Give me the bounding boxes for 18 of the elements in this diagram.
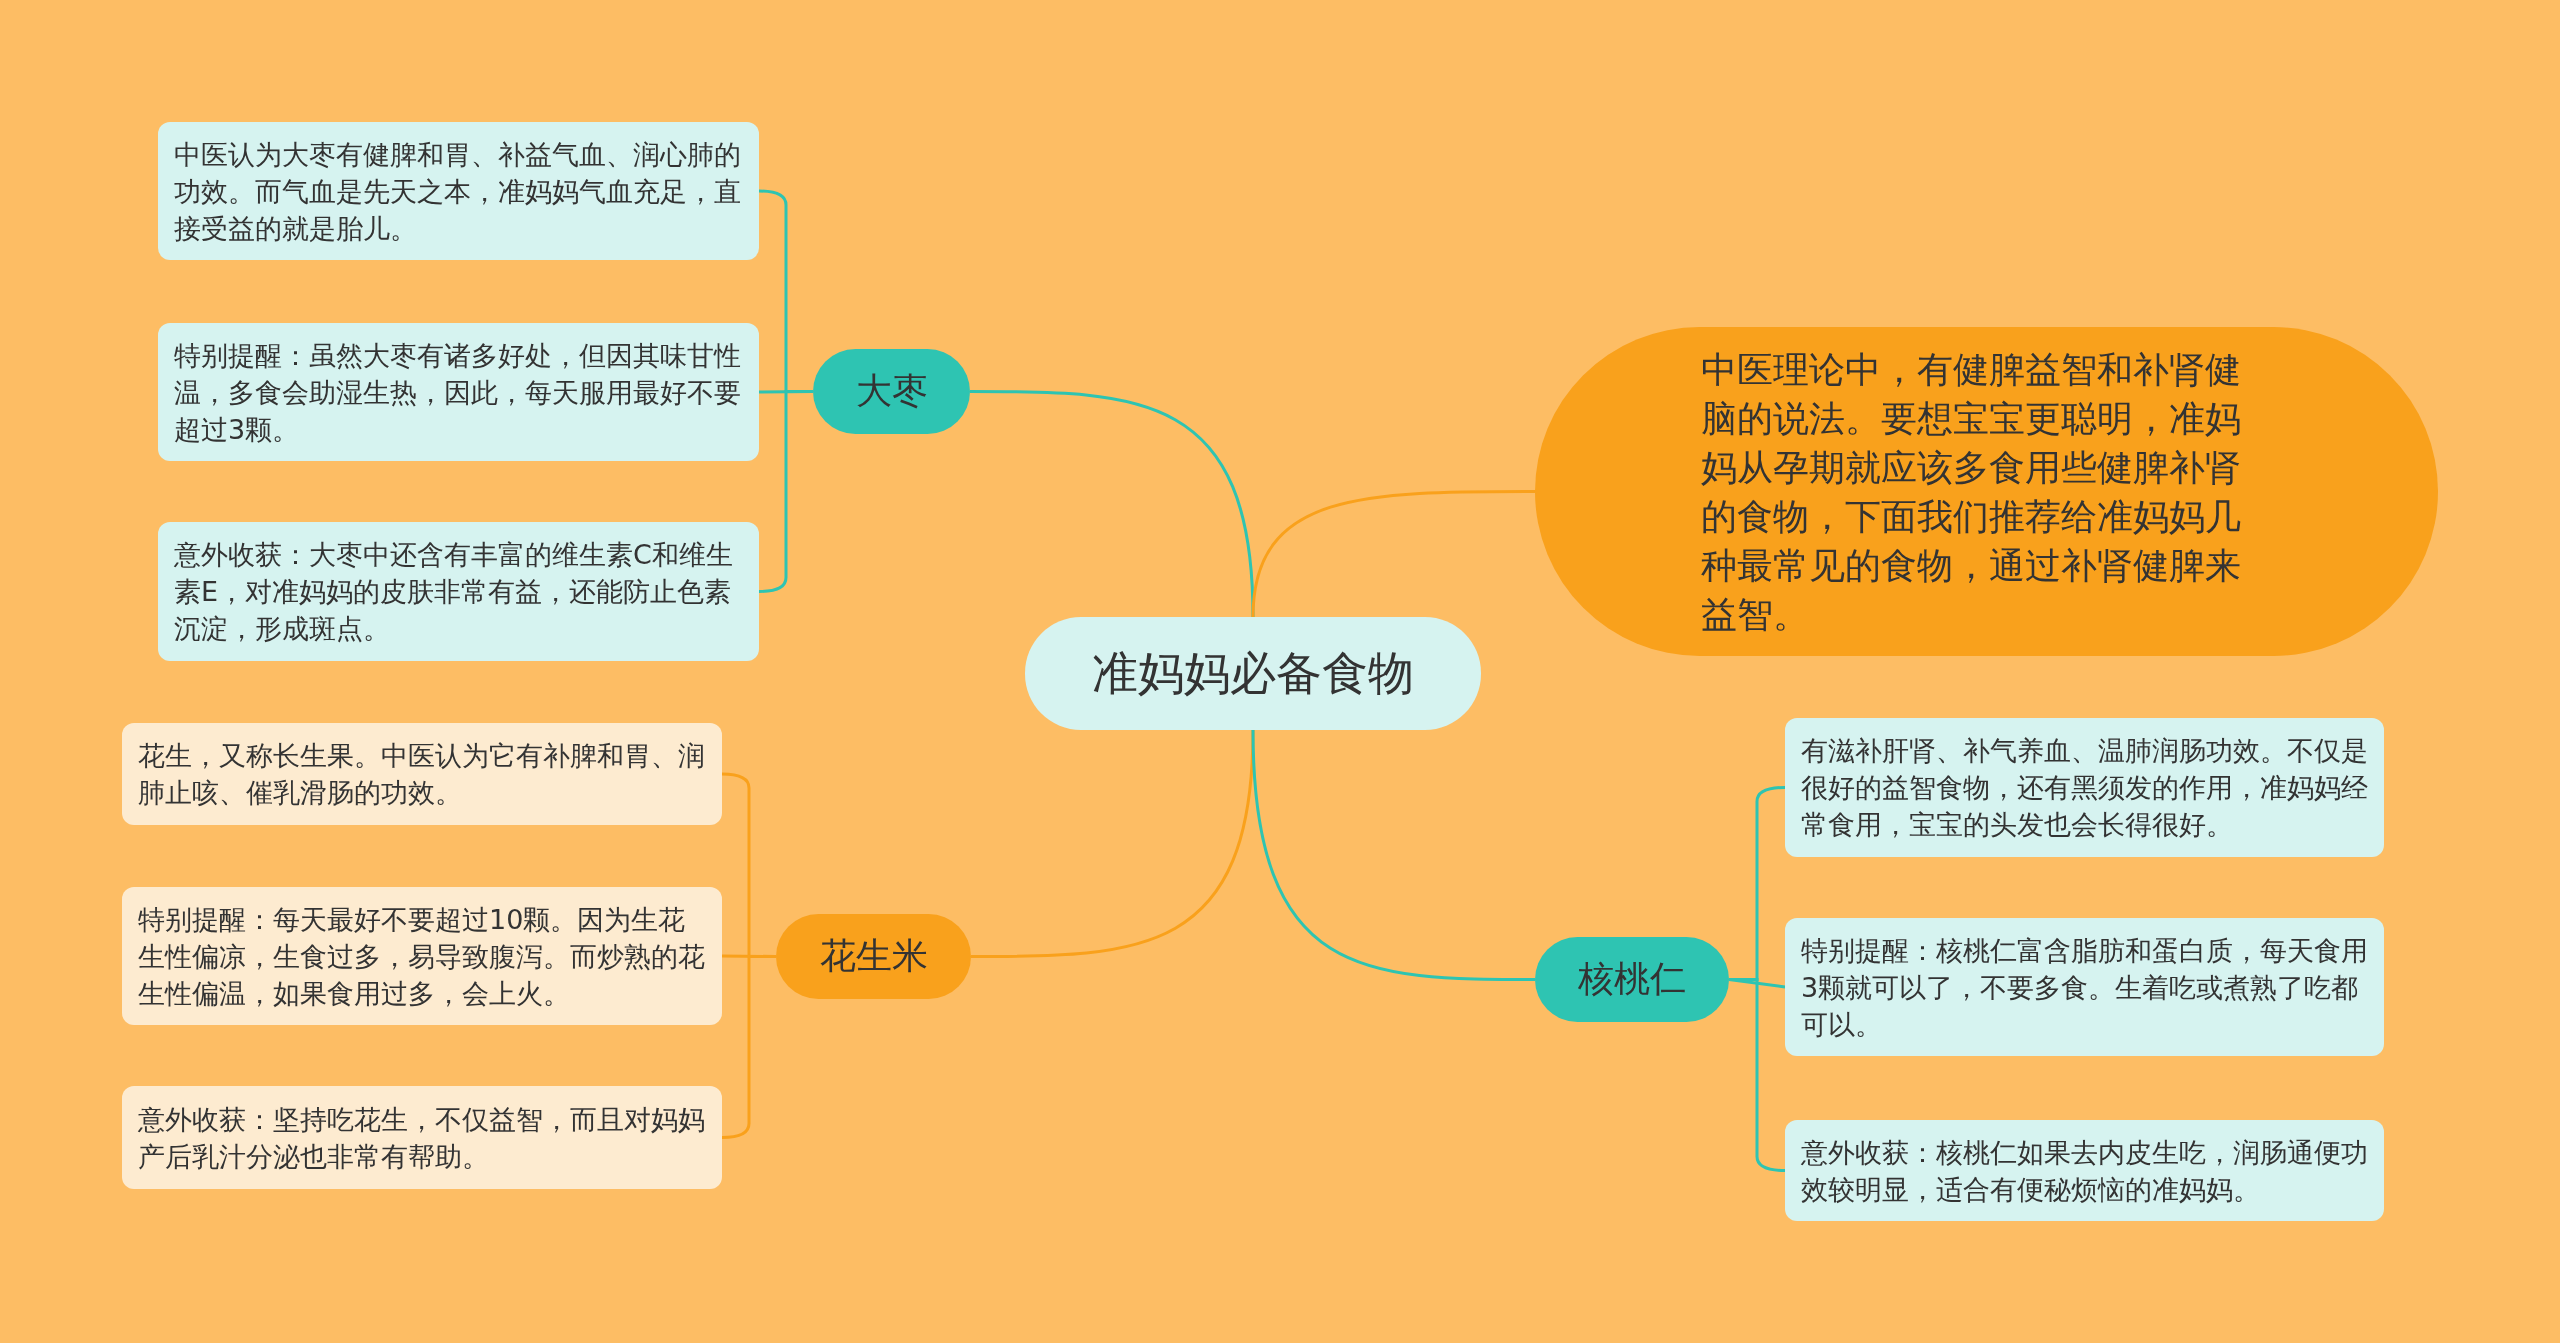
note-box: 特别提醒：核桃仁富含脂肪和蛋白质，每天食用3颗就可以了，不要多食。生着吃或煮熟了吃都可以。	[1785, 918, 2384, 1056]
note-box: 特别提醒：虽然大枣有诸多好处，但因其味甘性温，多食会助湿生热，因此，每天服用最好不要超过3颗。	[158, 323, 759, 461]
branch-box: 核桃仁	[1535, 937, 1729, 1022]
note-box: 花生，又称长生果。中医认为它有补脾和胃、润肺止咳、催乳滑肠的功效。	[122, 723, 722, 825]
connector-line	[1251, 490, 1535, 618]
note-box: 特别提醒：每天最好不要超过10颗。因为生花生性偏凉，生食过多，易导致腹泻。而炒熟的花生性偏温，如果食用过多，会上火。	[122, 887, 722, 1025]
branch-box: 大枣	[813, 349, 970, 434]
note-box: 意外收获：坚持吃花生，不仅益智，而且对妈妈产后乳汁分泌也非常有帮助。	[122, 1086, 722, 1189]
note-box: 意外收获：大枣中还含有丰富的维生素C和维生素E，对准妈妈的皮肤非常有益，还能防止色素沉淀，形成斑点。	[158, 522, 759, 661]
intro-bubble: 中医理论中，有健脾益智和补肾健脑的说法。要想宝宝更聪明，准妈妈从孕期就应该多食用些健脾补肾的食物，下面我们推荐给准妈妈几种最常见的食物，通过补肾健脾来益智。	[1535, 327, 2438, 656]
note-box: 意外收获：核桃仁如果去内皮生吃，润肠通便功效较明显，适合有便秘烦恼的准妈妈。	[1785, 1120, 2384, 1221]
connector-line	[1251, 729, 1535, 981]
note-box: 有滋补肝肾、补气养血、温肺润肠功效。不仅是很好的益智食物，还有黑须发的作用，准妈妈经常食用，宝宝的头发也会长得很好。	[1785, 718, 2384, 857]
note-box: 中医认为大枣有健脾和胃、补益气血、润心肺的功效。而气血是先天之本，准妈妈气血充足，直接受益的就是胎儿。	[158, 122, 759, 260]
branch-box: 花生米	[776, 914, 971, 999]
connector-line	[971, 729, 1255, 958]
topic-box: 准妈妈必备食物	[1025, 617, 1481, 730]
connector-line	[970, 390, 1255, 618]
